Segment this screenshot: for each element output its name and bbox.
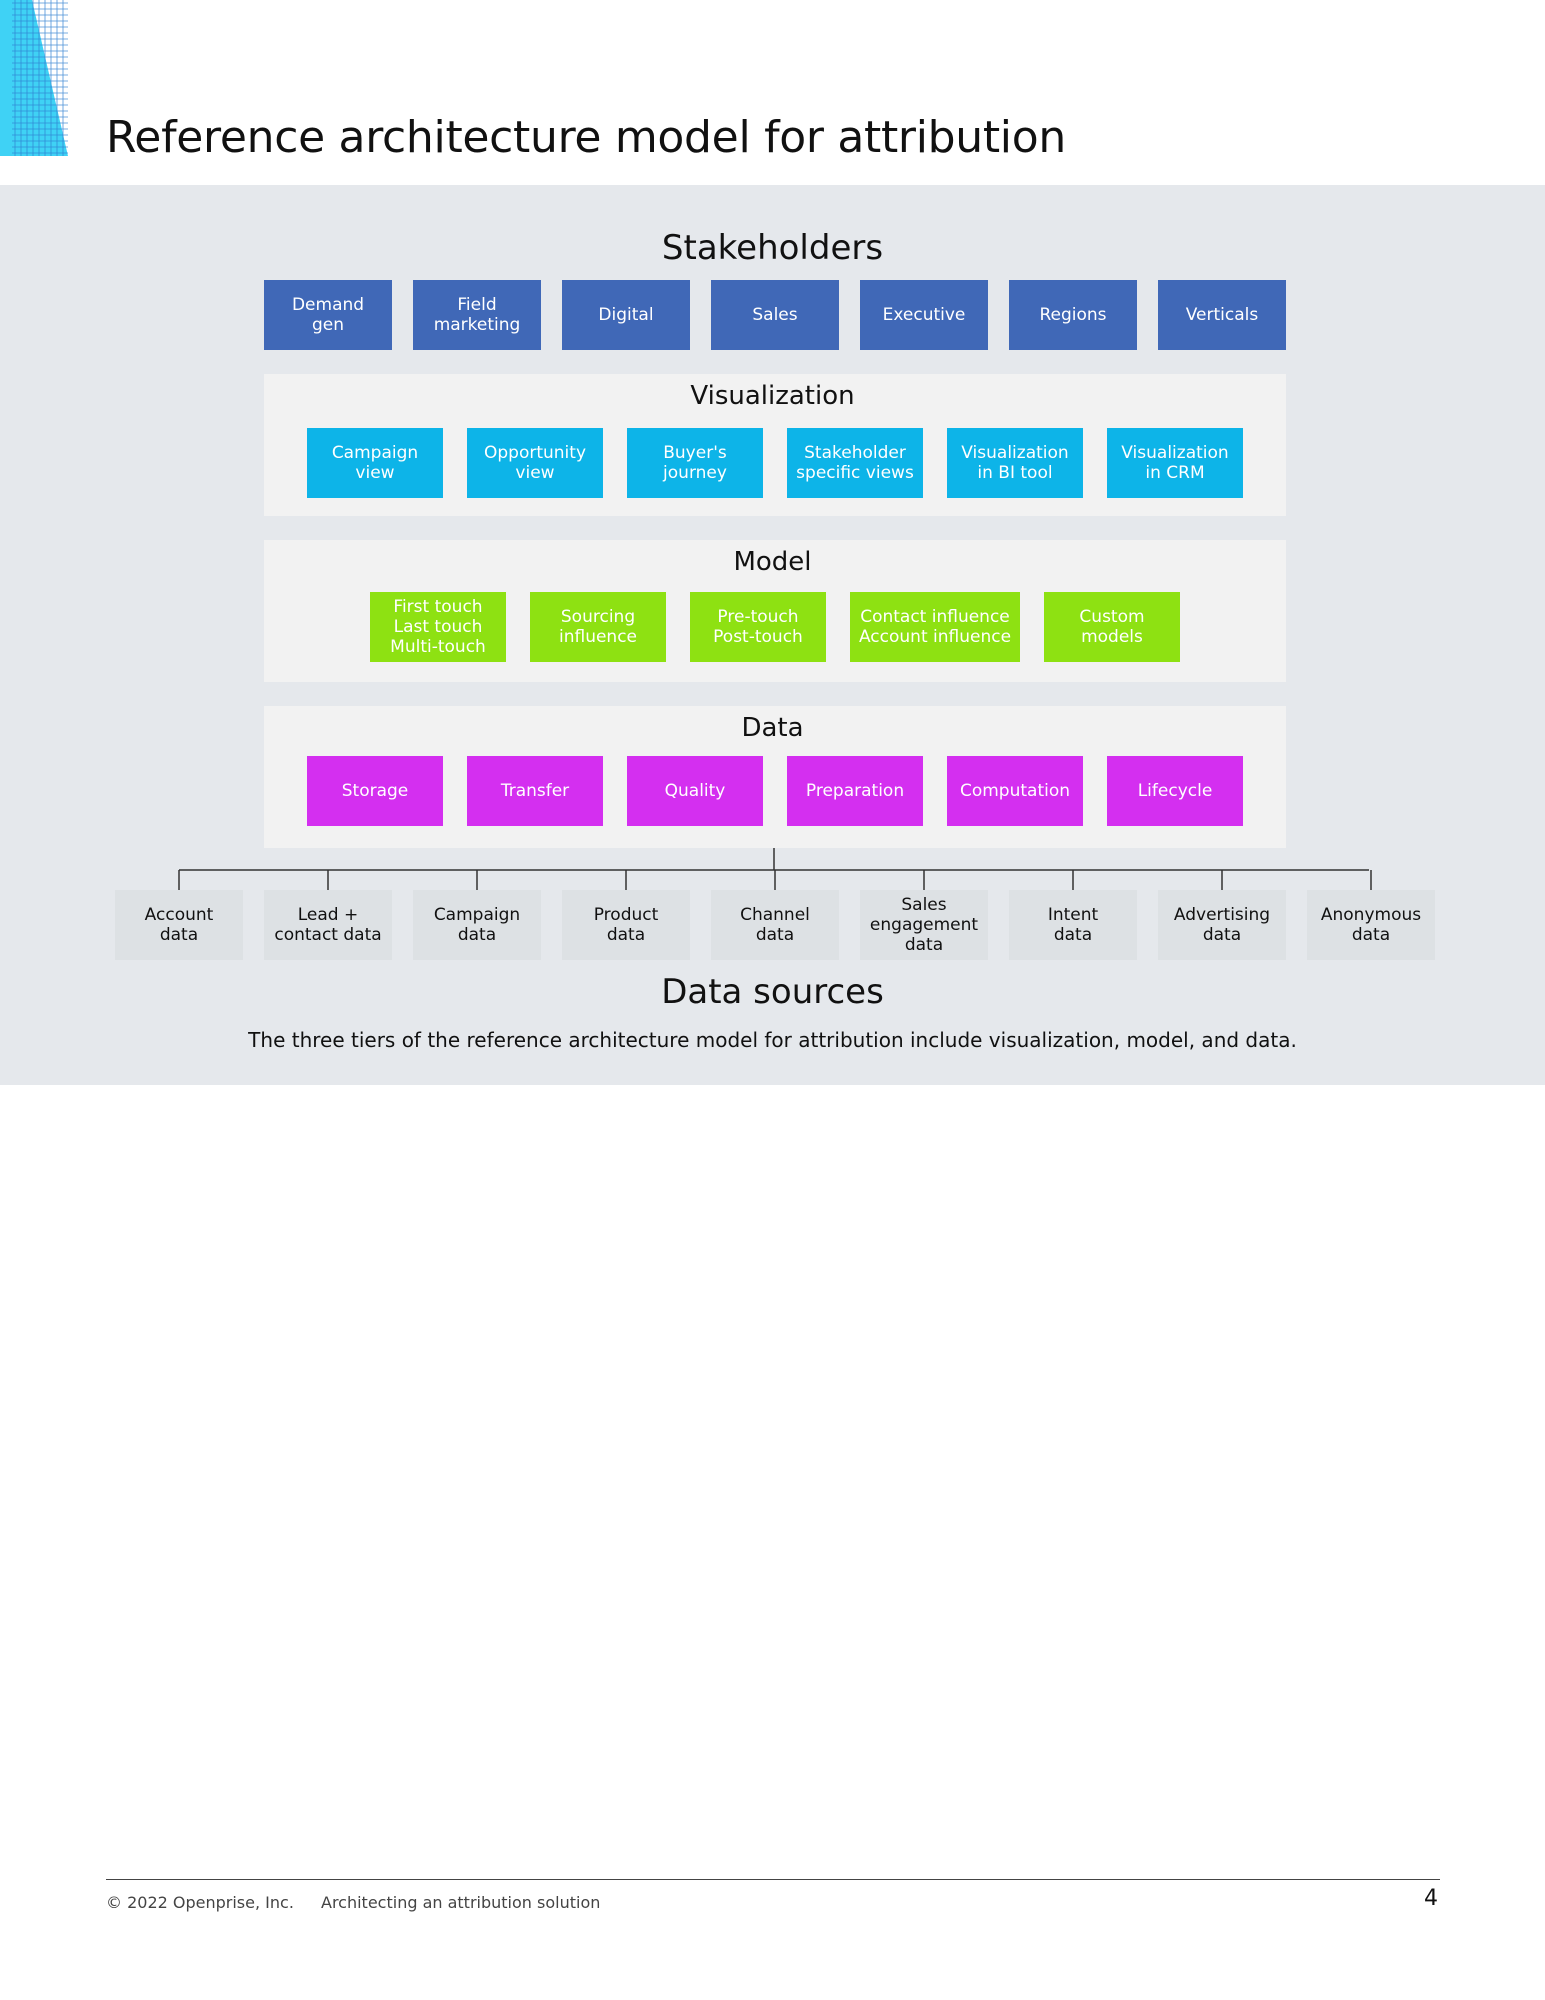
viz-buyers-journey: Buyer's journey — [627, 428, 763, 498]
page-title: Reference architecture model for attribu… — [106, 112, 1066, 163]
source-lead-contact-data: Lead + contact data — [264, 890, 392, 960]
figure-caption: The three tiers of the reference archite… — [248, 1028, 1297, 1052]
data-title: Data — [741, 713, 804, 743]
stakeholder-digital: Digital — [562, 280, 690, 350]
stakeholder-verticals: Verticals — [1158, 280, 1286, 350]
data-sources-connectors — [178, 848, 1372, 890]
model-contact-account-influence: Contact influence Account influence — [850, 592, 1020, 662]
source-advertising-data: Advertising data — [1158, 890, 1286, 960]
data-preparation: Preparation — [787, 756, 923, 826]
viz-opportunity-view: Opportunity view — [467, 428, 603, 498]
data-computation: Computation — [947, 756, 1083, 826]
stakeholder-regions: Regions — [1009, 280, 1137, 350]
footer-divider — [106, 1879, 1440, 1880]
footer-copyright: © 2022 Openprise, Inc. — [106, 1893, 294, 1912]
source-channel-data: Channel data — [711, 890, 839, 960]
model-title: Model — [733, 547, 812, 577]
viz-bi-tool: Visualization in BI tool — [947, 428, 1083, 498]
data-lifecycle: Lifecycle — [1107, 756, 1243, 826]
model-sourcing-influence: Sourcing influence — [530, 592, 666, 662]
model-pre-post-touch: Pre-touch Post-touch — [690, 592, 826, 662]
source-account-data: Account data — [115, 890, 243, 960]
stakeholder-demand-gen: Demand gen — [264, 280, 392, 350]
data-storage: Storage — [307, 756, 443, 826]
model-custom-models: Custom models — [1044, 592, 1180, 662]
source-sales-engagement-data: Sales engagement data — [860, 890, 988, 960]
data-sources-title: Data sources — [661, 972, 884, 1012]
viz-stakeholder-specific-views: Stakeholder specific views — [787, 428, 923, 498]
viz-crm: Visualization in CRM — [1107, 428, 1243, 498]
viz-campaign-view: Campaign view — [307, 428, 443, 498]
stakeholders-title: Stakeholders — [661, 228, 884, 268]
footer-doc-title: Architecting an attribution solution — [321, 1893, 601, 1912]
source-intent-data: Intent data — [1009, 890, 1137, 960]
stakeholder-executive: Executive — [860, 280, 988, 350]
source-campaign-data: Campaign data — [413, 890, 541, 960]
data-quality: Quality — [627, 756, 763, 826]
visualization-title: Visualization — [690, 381, 855, 411]
source-anonymous-data: Anonymous data — [1307, 890, 1435, 960]
stakeholder-field-marketing: Field marketing — [413, 280, 541, 350]
footer-text: © 2022 Openprise, Inc. Architecting an a… — [106, 1893, 622, 1912]
model-touch: First touch Last touch Multi-touch — [370, 592, 506, 662]
stakeholder-sales: Sales — [711, 280, 839, 350]
data-transfer: Transfer — [467, 756, 603, 826]
source-product-data: Product data — [562, 890, 690, 960]
page-number: 4 — [1424, 1886, 1438, 1911]
corner-decoration — [0, 0, 68, 156]
